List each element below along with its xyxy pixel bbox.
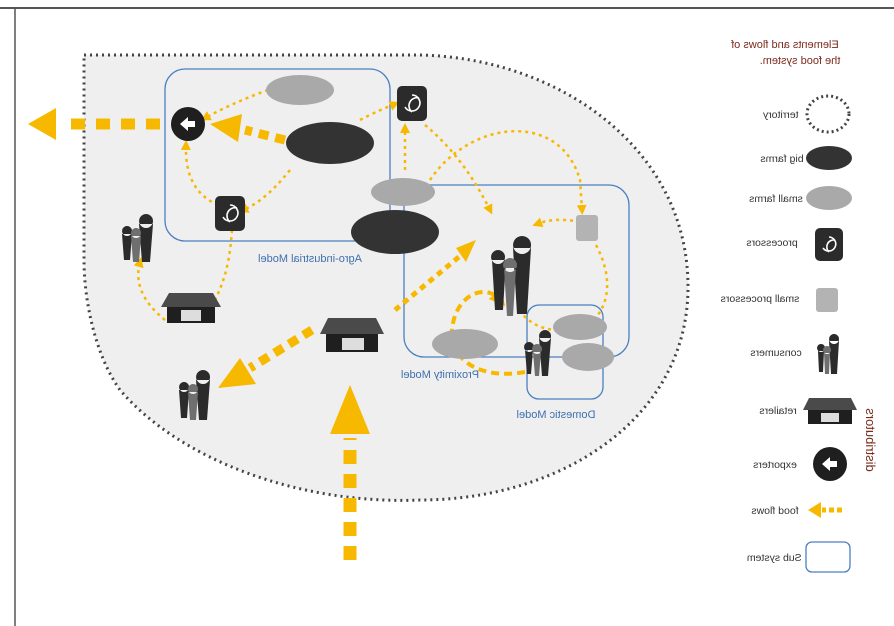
legend-label-food-flows: food flows [751,505,798,517]
legend-title-line1: Elements and flows of [730,39,839,51]
retailer-to-consumers-arrowhead [218,358,256,388]
small-processor-proximity [576,215,598,241]
consumers-retail [179,370,211,420]
arrow-circle-icon [813,447,847,481]
bigfarm-to-exporter-arrowhead [210,114,242,142]
domestic-food-loop [449,288,526,376]
legend-label-exporters: exporters [753,459,797,471]
agro-industrial-subsystem [164,68,391,242]
grey-ellipse-icon [806,186,852,210]
people-icon [817,334,840,374]
legend-label-territory: territory [762,109,798,121]
small-farm-domestic-2 [562,343,614,371]
legend-label-retailers: retailers [759,405,796,417]
domestic-label: Domestic Model [517,409,596,421]
flow-bigfarm-to-topprocessor [359,101,400,122]
arrow-left-icon [180,117,195,131]
shop-icon [803,398,857,424]
dotted-ring-icon [805,94,851,134]
rounded-rect-icon [805,541,851,573]
export-flow-arrowhead [28,108,56,140]
dark-ellipse-icon [806,146,852,170]
flow-arc-to-small-processor [428,130,587,215]
legend-label-sub-system: Sub system [747,552,802,564]
flow-bigfarm-to-processor [238,169,291,213]
bigfarm-to-exporter-line [243,125,287,145]
proximity-label: Proximity Model [401,369,479,381]
retailer-center [320,318,384,352]
legend-label-processors: processors [746,237,797,249]
legend-label-small-processors: small processors [721,293,800,305]
flow-smallfarm-to-exporter [200,88,269,121]
grey-square-icon [816,288,838,312]
consumers-agro [122,214,154,262]
cycle-arrows-icon [222,204,239,222]
legend-label-big-farms: big farms [760,153,803,165]
legend-title-line2: the food system. [760,55,841,67]
flow-retailer-to-consumers [133,257,166,321]
import-flow-arrowhead [330,385,370,434]
retailer-to-consumers-line [247,326,315,372]
processor-agro [215,196,245,231]
small-farm-central [371,178,435,206]
retailer-to-proximity-arrowhead [456,240,476,262]
agro-industrial-label: Agro-industrial Model [258,253,362,265]
retailer-left [161,293,221,323]
big-farm-agro [286,122,374,164]
consumers-domestic [524,330,552,376]
distributors-label: distributors [863,408,878,472]
flow-processor-to-exporter [180,140,219,207]
processor-top [397,86,427,121]
major-food-flows [28,108,476,560]
small-farm-domestic-1 [553,314,607,340]
small-farm-proximity [432,329,498,359]
cycle-arrows-icon [404,94,421,112]
dashed-arrow-icon [808,502,842,518]
flow-processor-to-retailer [213,229,234,301]
small-farm-agro [266,75,334,105]
proximity-subsystem [403,184,630,358]
consumers-proximity [491,236,532,316]
territory-boundary [82,53,690,502]
big-farm-central [351,210,439,254]
legend-label-consumers: consumers [750,347,801,359]
cycle-arrows-icon [815,228,843,261]
retailer-to-proximity-line [393,254,462,312]
legend-label-small-farms: small farms [749,193,803,205]
exporter-agro [171,107,205,141]
